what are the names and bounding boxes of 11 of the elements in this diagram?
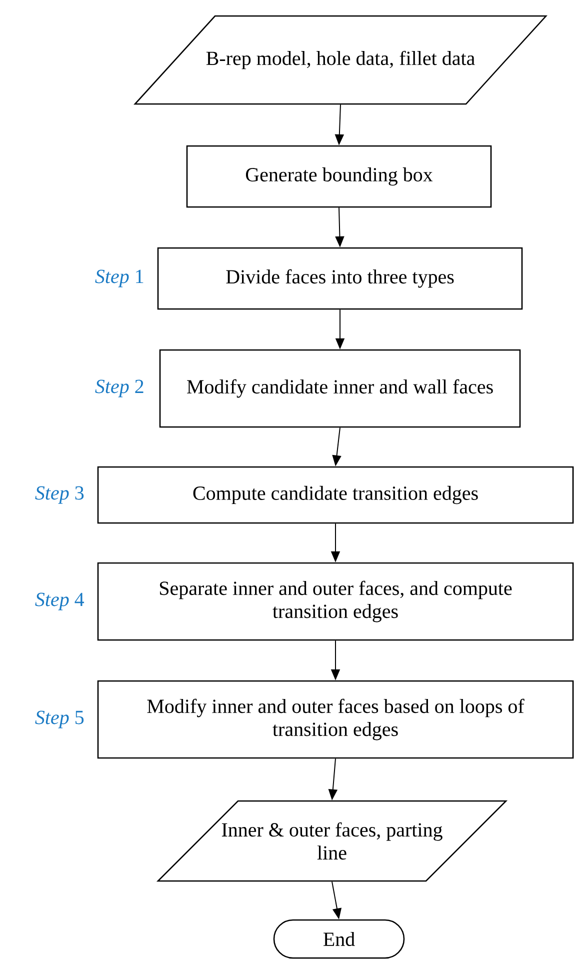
step-label: Step 3	[35, 486, 84, 504]
step-label: Step 2	[95, 380, 144, 398]
process-box: Divide faces into three types	[157, 247, 523, 310]
process-box: Separate inner and outer faces, and compute transition edges	[97, 562, 574, 641]
process-box: Compute candidate transition edges	[97, 466, 574, 524]
step-label: Step 1	[95, 270, 144, 288]
step-label: Step 5	[35, 710, 84, 728]
process-box: Modify candidate inner and wall faces	[159, 349, 521, 428]
process-box: Modify inner and outer faces based on loops of transition edges	[97, 680, 574, 759]
process-box: Generate bounding box	[186, 145, 492, 208]
step-label: Step 4	[35, 592, 84, 610]
